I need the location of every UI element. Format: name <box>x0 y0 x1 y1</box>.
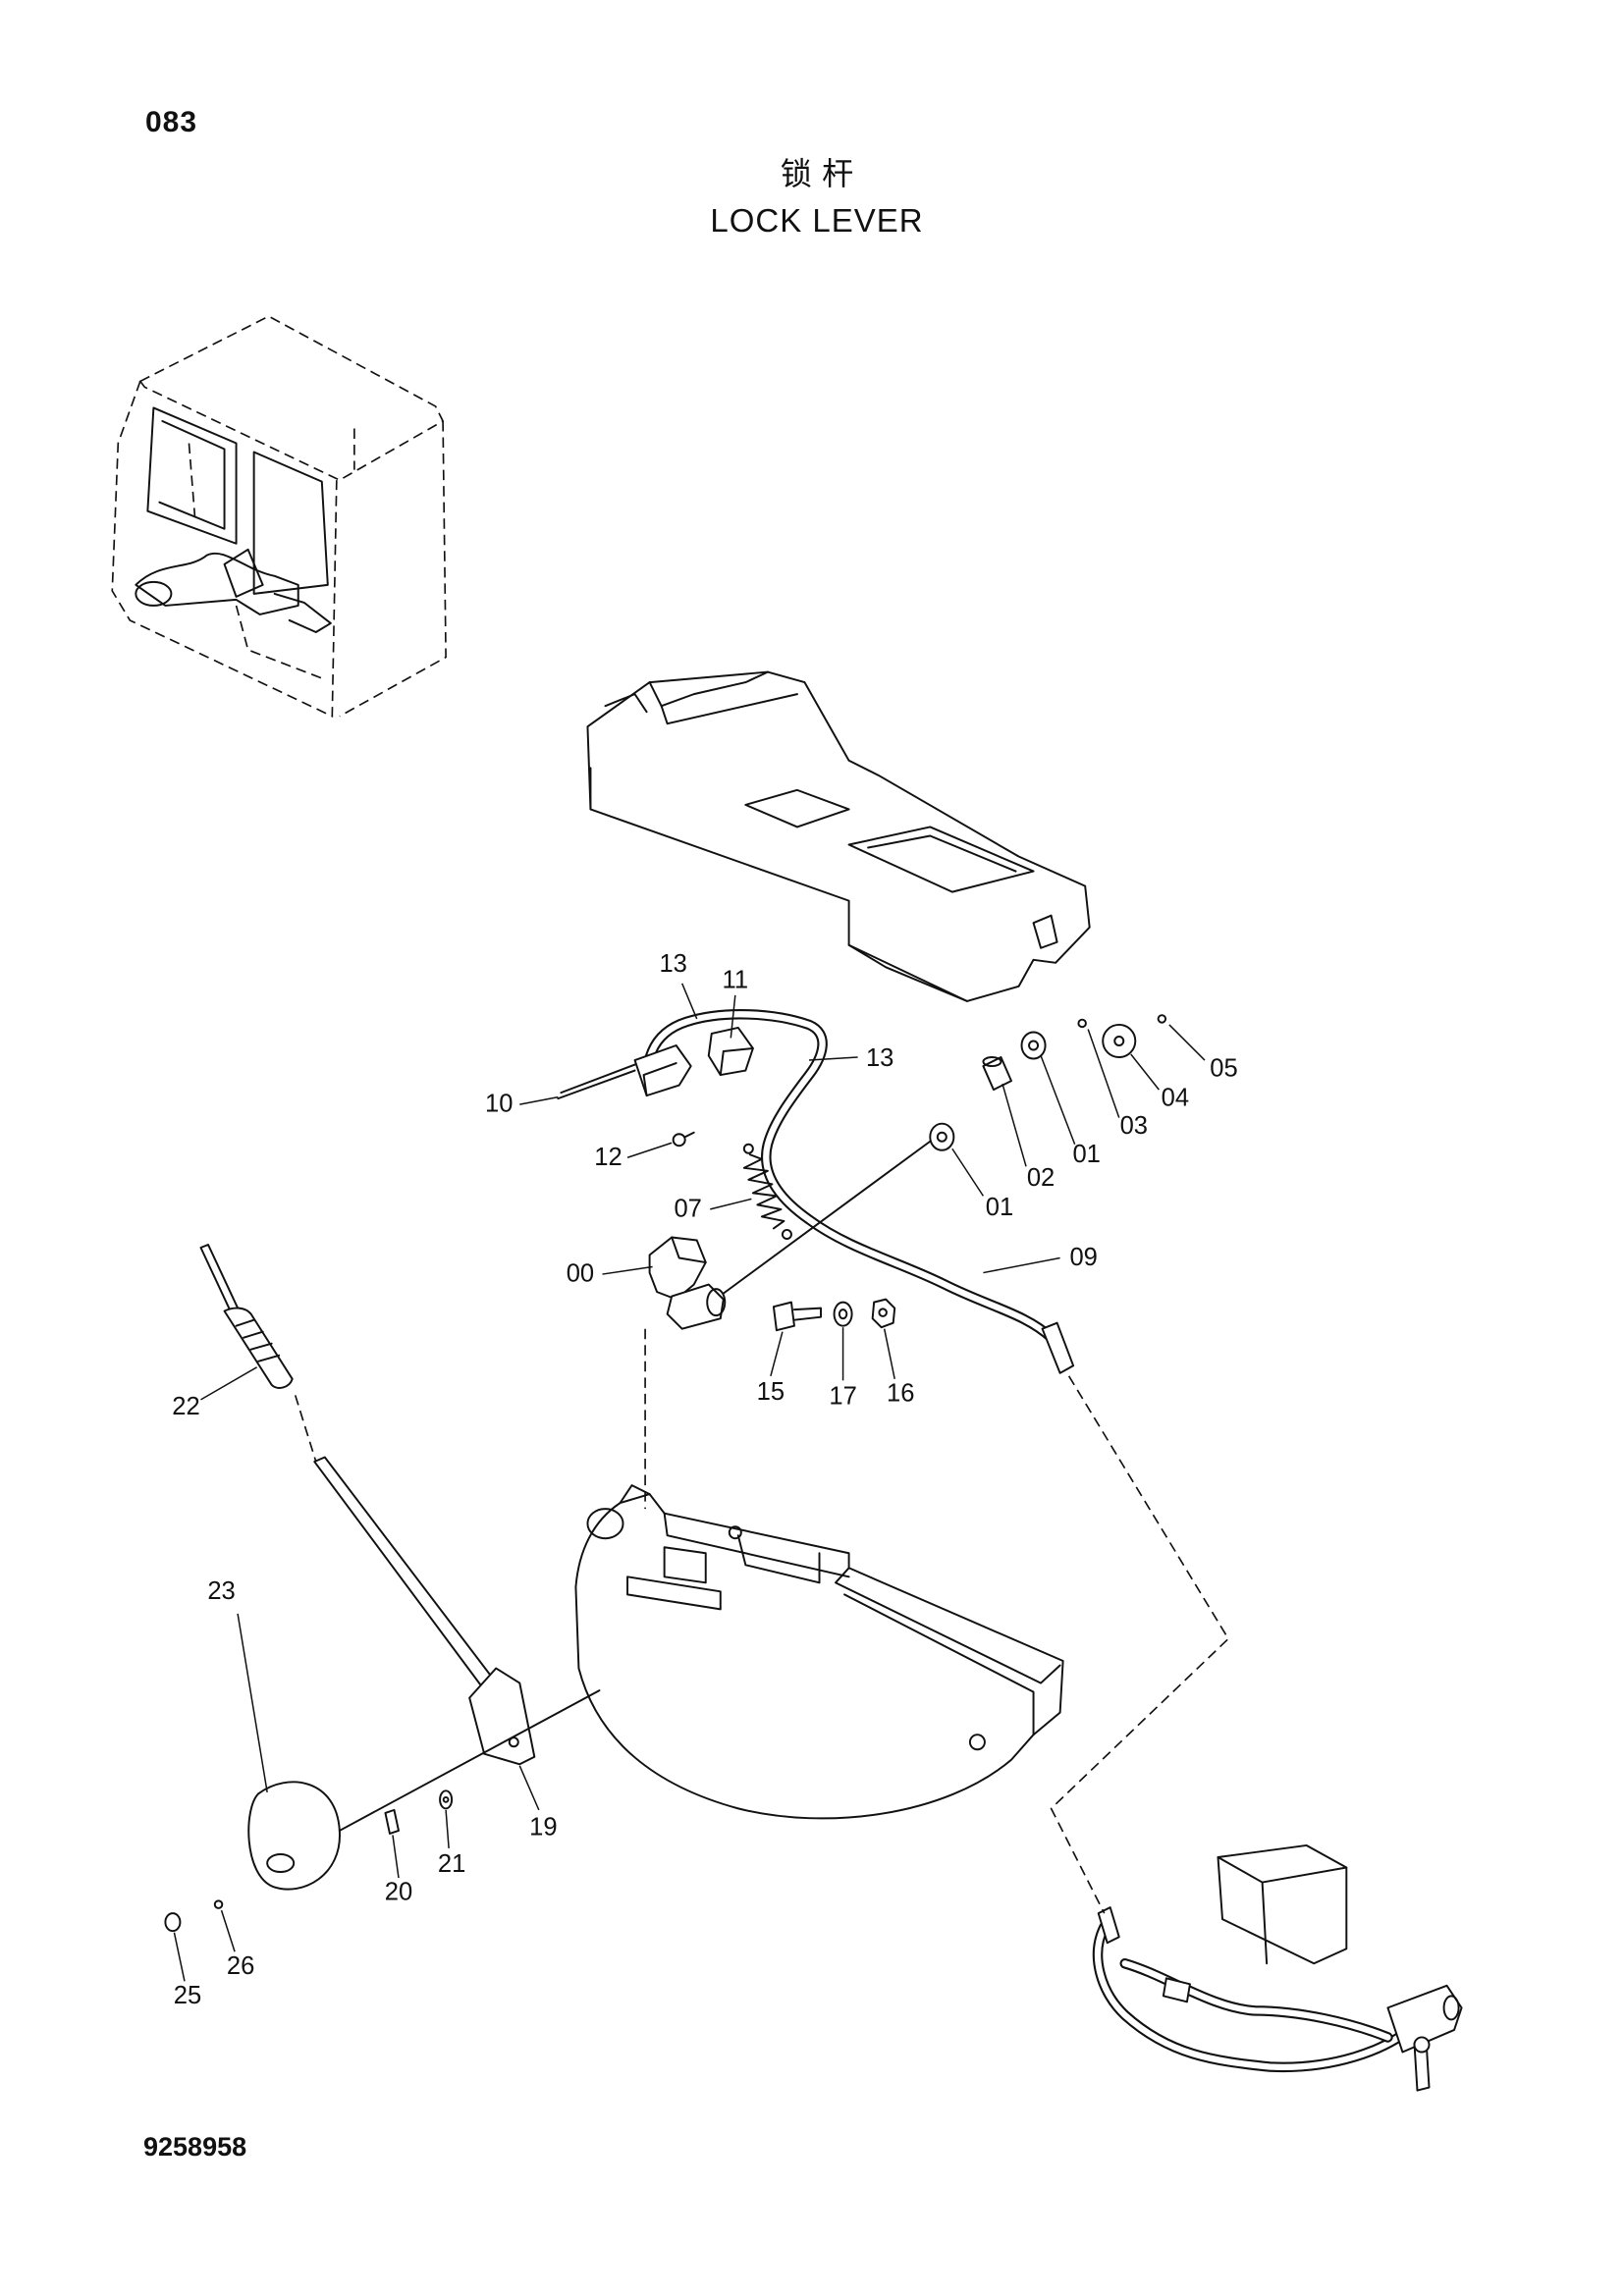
callout-02: 02 <box>1027 1164 1055 1192</box>
leader-lines <box>173 983 1206 1982</box>
callouts: 13 11 13 10 12 05 04 03 01 02 01 07 00 0… <box>172 950 1237 2009</box>
callout-04: 04 <box>1162 1085 1189 1112</box>
callout-13-right: 13 <box>866 1044 893 1072</box>
callout-07: 07 <box>674 1195 701 1222</box>
drawing-number: 9258958 <box>143 2132 247 2162</box>
nut-21 <box>439 1789 454 1810</box>
collar-02 <box>982 1056 1012 1092</box>
switch-bracket <box>557 1026 754 1148</box>
cab-overview <box>111 315 447 718</box>
callout-11: 11 <box>723 966 749 993</box>
title-chinese: 锁 杆 <box>780 155 854 192</box>
callout-03: 03 <box>1120 1112 1148 1140</box>
callout-22: 22 <box>172 1393 199 1420</box>
bolt-15 <box>772 1301 795 1332</box>
washer-17 <box>833 1301 853 1327</box>
cable-assembly <box>642 1009 1075 1374</box>
console-cover <box>586 670 1091 1002</box>
callout-01-left: 01 <box>986 1194 1013 1221</box>
cover-hole <box>586 1508 624 1540</box>
pin-05 <box>1157 1014 1167 1024</box>
washer-25 <box>164 1912 182 1933</box>
page-number: 083 <box>145 106 198 138</box>
title-english: LOCK LEVER <box>710 202 924 239</box>
washer-01-a <box>929 1122 955 1151</box>
callout-17: 17 <box>829 1382 856 1410</box>
callout-26: 26 <box>227 1952 254 1980</box>
small-parts <box>164 1689 601 1933</box>
callout-19: 19 <box>529 1813 557 1841</box>
screw-20 <box>384 1808 400 1835</box>
washer-01-b <box>1020 1031 1047 1060</box>
lever-bracket-00 <box>648 1236 727 1330</box>
screw-12 <box>672 1133 686 1148</box>
pin-03 <box>1077 1018 1087 1029</box>
callout-20: 20 <box>385 1879 412 1906</box>
knob-23 <box>247 1781 341 1891</box>
pin-10 <box>557 1063 636 1100</box>
callout-00: 00 <box>567 1260 594 1288</box>
callout-16: 16 <box>887 1379 914 1407</box>
lock-lever-22 <box>199 1244 536 1766</box>
disc-04 <box>1102 1023 1137 1059</box>
cable-end-connector <box>1041 1321 1075 1374</box>
callout-13-upper: 13 <box>659 950 686 978</box>
callout-09: 09 <box>1069 1244 1097 1271</box>
callout-05: 05 <box>1210 1055 1237 1083</box>
callout-21: 21 <box>438 1850 465 1878</box>
bolt-set <box>772 1298 896 1332</box>
callout-15: 15 <box>757 1378 785 1406</box>
callout-12: 12 <box>594 1144 622 1171</box>
callout-10: 10 <box>485 1091 513 1118</box>
wiring-harness <box>1092 1843 1463 2092</box>
spring-07 <box>742 1143 792 1240</box>
nut-16 <box>871 1298 896 1329</box>
callout-01-right: 01 <box>1072 1141 1100 1168</box>
assembly-lines <box>644 1328 1230 1914</box>
washer-stack <box>722 1014 1167 1295</box>
side-cover <box>574 1484 1064 1820</box>
callout-25: 25 <box>174 1982 201 2009</box>
callout-23: 23 <box>207 1577 235 1605</box>
pin-26 <box>213 1899 224 1909</box>
